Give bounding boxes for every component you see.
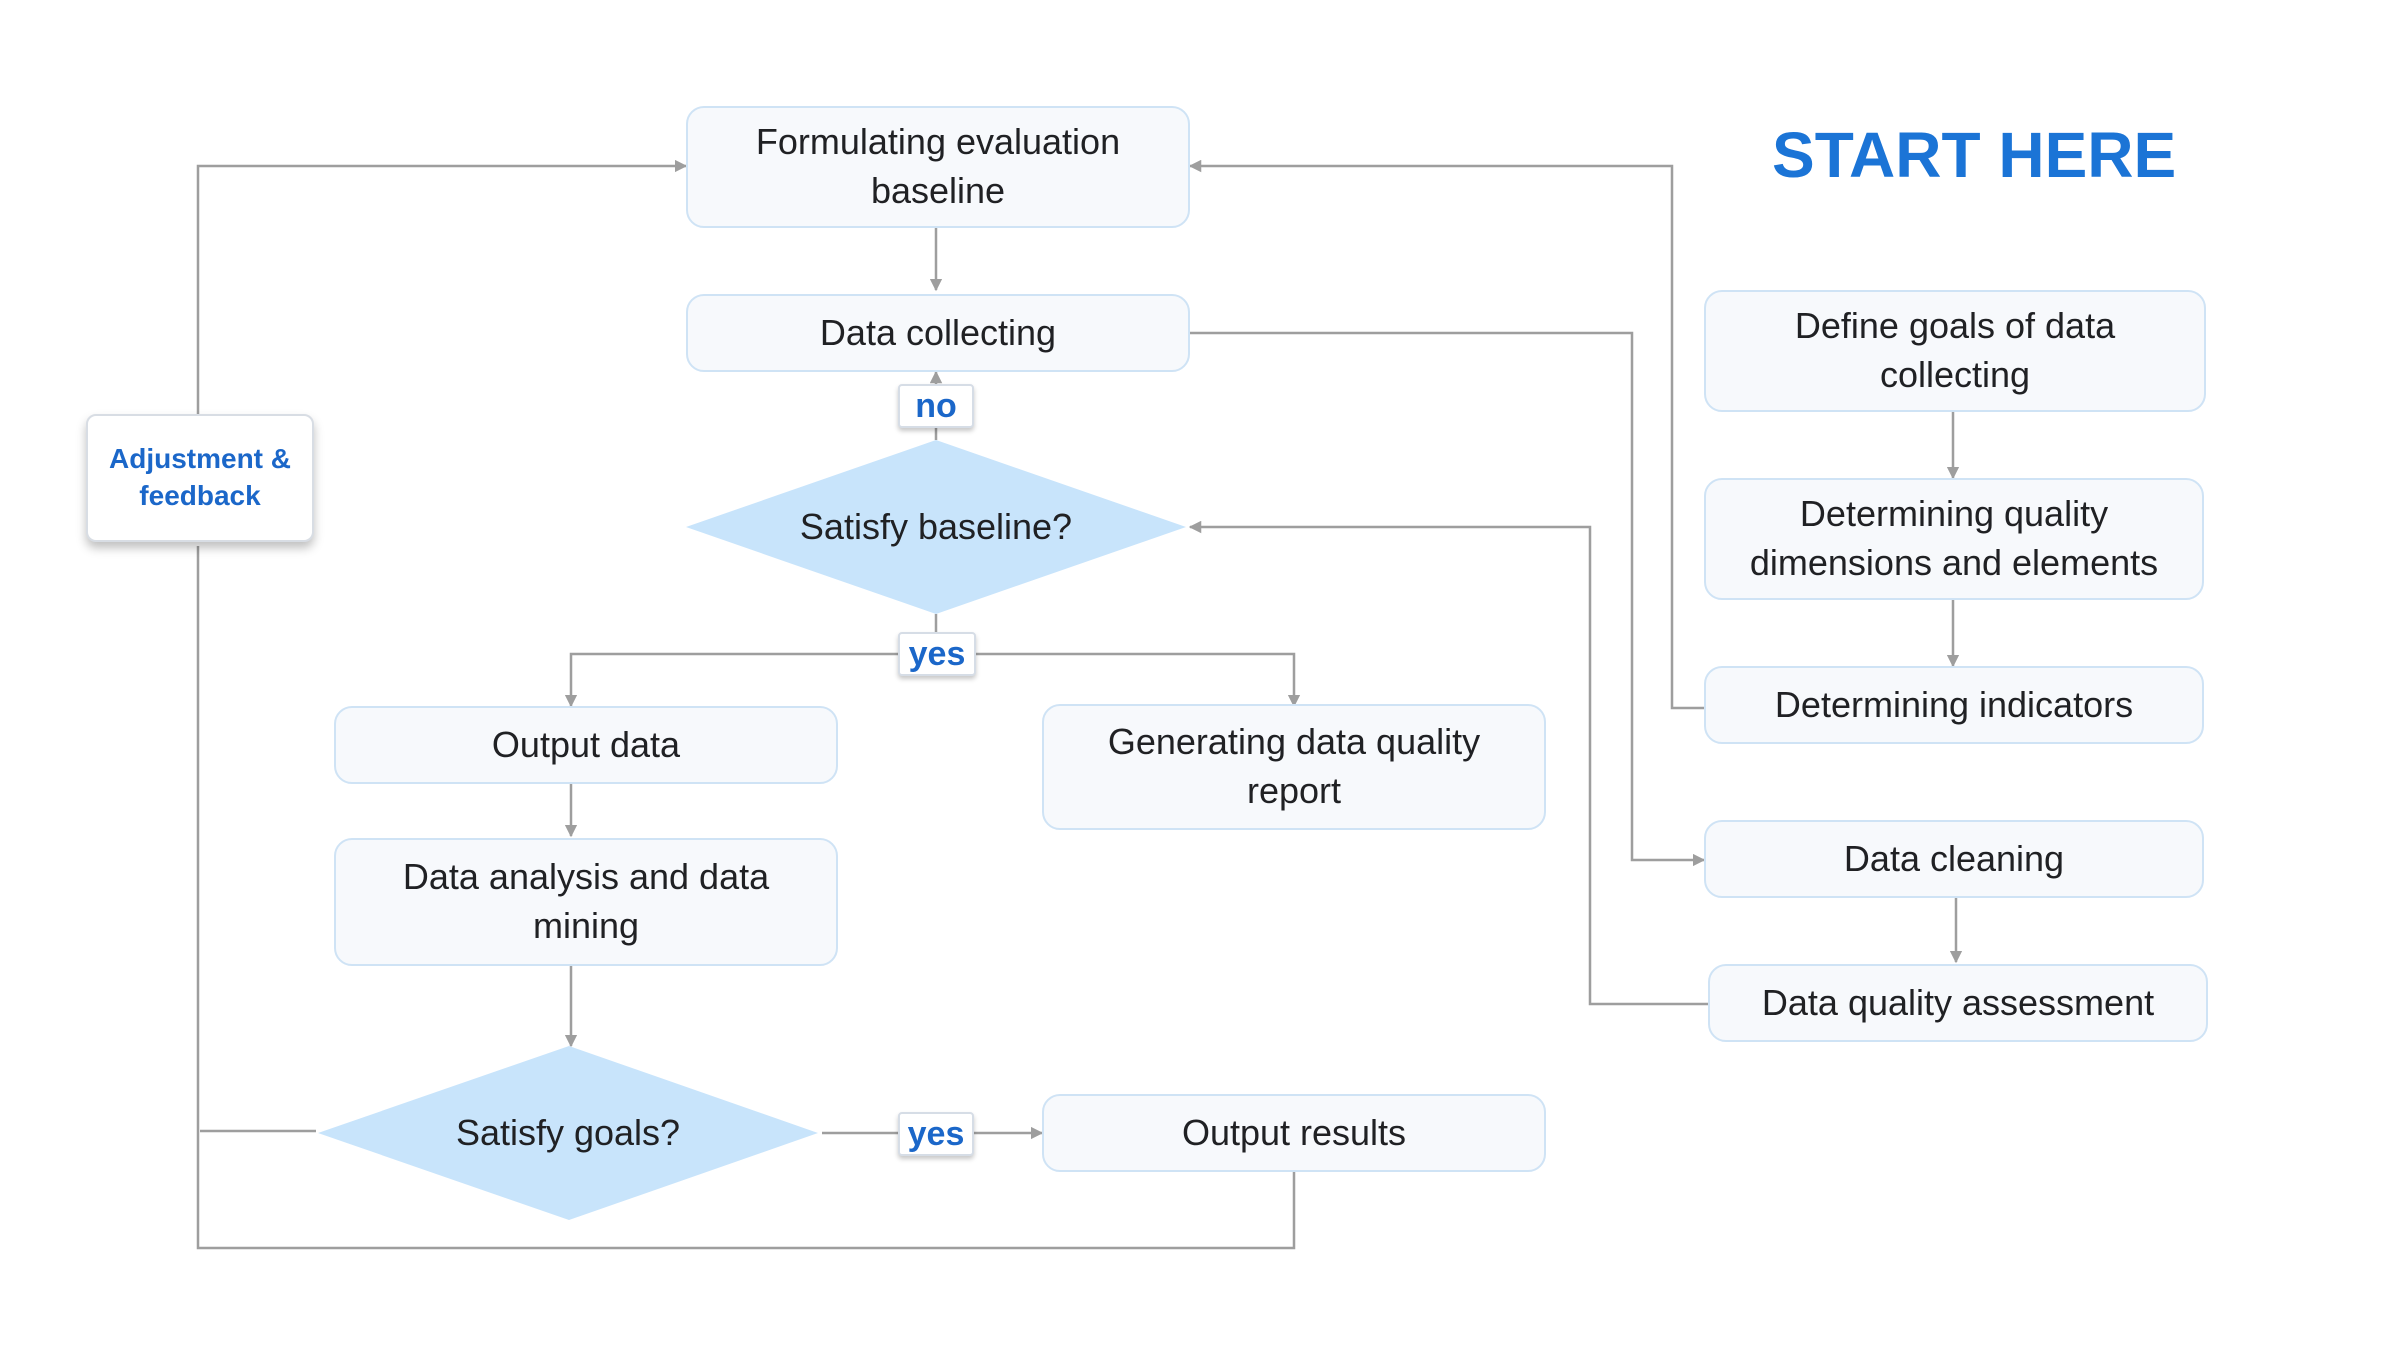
- satisfy-baseline-diamond: [686, 440, 1186, 614]
- node-quality-assessment: Data quality assessment: [1708, 964, 2208, 1042]
- tag-no: no: [898, 384, 974, 428]
- label-satisfy-goals: Satisfy goals?: [455, 1112, 681, 1153]
- adjustment-feedback-box: Adjustment & feedback: [86, 414, 314, 542]
- node-define-goals: Define goals of data collecting: [1704, 290, 2206, 412]
- connector-feedback-to-formulating: [196, 159, 688, 414]
- node-output-data: Output data: [334, 706, 838, 784]
- node-determining-indicators: Determining indicators: [1704, 666, 2204, 744]
- connector-assessment-to-baseline: [1188, 520, 1708, 1006]
- node-determining-quality: Determining quality dimensions and eleme…: [1704, 478, 2204, 600]
- label-satisfy-baseline: Satisfy baseline?: [799, 506, 1073, 547]
- node-generating-report: Generating data quality report: [1042, 704, 1546, 830]
- satisfy-goals-diamond: [318, 1046, 818, 1220]
- node-analysis-mining: Data analysis and data mining: [334, 838, 838, 966]
- connector-collecting-to-cleaning: [1190, 331, 1706, 867]
- node-formulating-baseline: Formulating evaluation baseline: [686, 106, 1190, 228]
- node-data-cleaning: Data cleaning: [1704, 820, 2204, 898]
- node-output-results: Output results: [1042, 1094, 1546, 1172]
- tag-yes-goals: yes: [898, 1112, 974, 1156]
- connector-results-loop: [196, 546, 1296, 1250]
- start-here-title: START HERE: [1772, 119, 2177, 191]
- node-data-collecting: Data collecting: [686, 294, 1190, 372]
- connector-indicators-to-formulating: [1188, 159, 1704, 710]
- connector-yes-to-report: [976, 652, 1301, 708]
- tag-yes-baseline: yes: [898, 632, 976, 676]
- connector-yes-to-output-data: [564, 652, 900, 708]
